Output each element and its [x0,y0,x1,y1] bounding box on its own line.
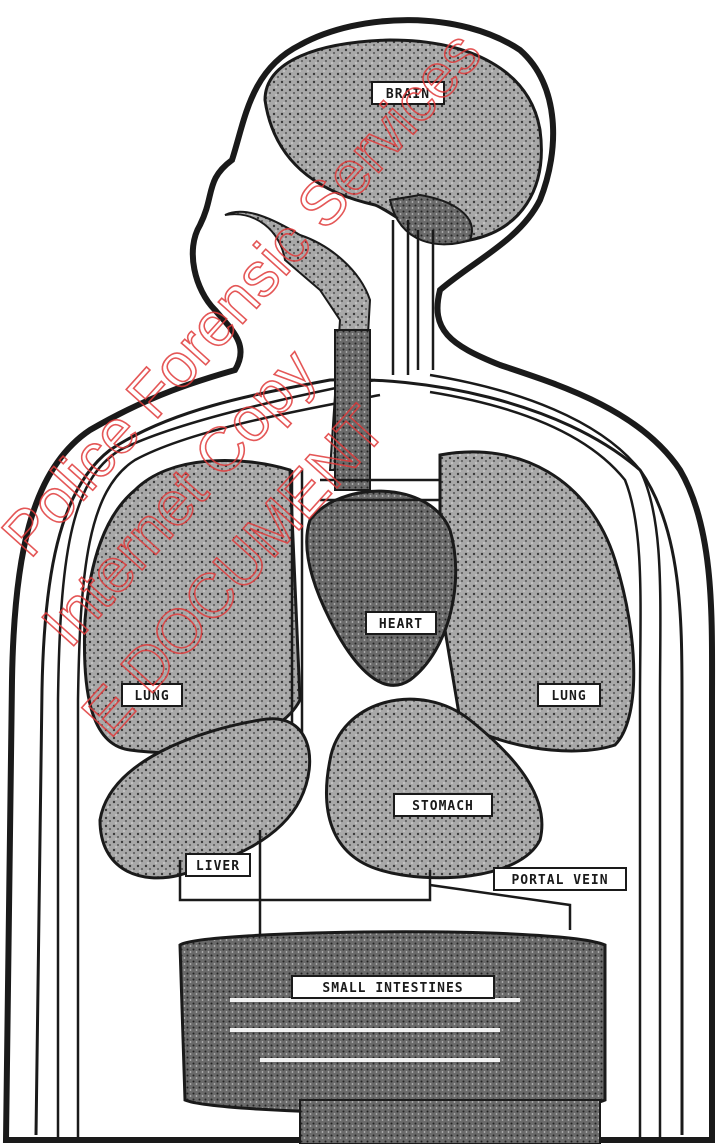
label-small-intestines: SMALL INTESTINES [292,976,494,998]
small-intestines [180,932,605,1113]
label-liver-text: LIVER [196,859,240,874]
label-lung-right: LUNG [538,684,600,706]
label-portal-vein: PORTAL VEIN [494,868,626,890]
pelvis-block [300,1100,600,1144]
label-stomach-text: STOMACH [412,799,474,814]
label-lung-right-text: LUNG [551,689,586,704]
label-heart-text: HEART [379,617,423,632]
label-portal-vein-text: PORTAL VEIN [511,873,608,888]
label-small-intestines-text: SMALL INTESTINES [322,981,463,996]
label-heart: HEART [366,612,436,634]
label-liver: LIVER [186,854,250,876]
label-stomach: STOMACH [394,794,492,816]
